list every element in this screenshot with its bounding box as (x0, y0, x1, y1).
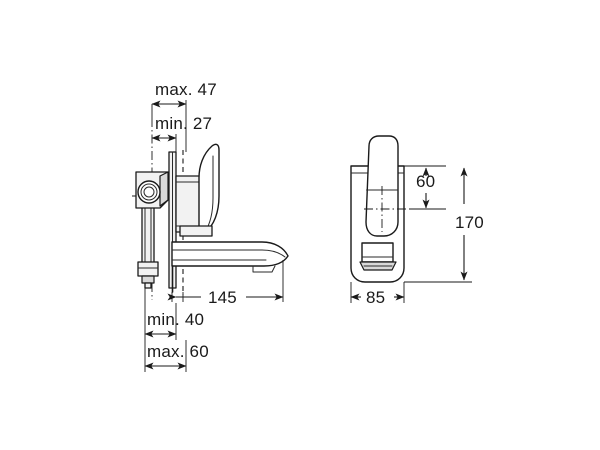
front-spout-block (361, 242, 394, 263)
dimension-170: 170 (455, 213, 484, 232)
dimension-145: 145 (208, 288, 237, 307)
mixer-body-boss (175, 175, 201, 233)
lever-base-trim (179, 225, 213, 237)
valve-port-mid (140, 183, 158, 201)
riser-tail (144, 282, 152, 289)
dimension-max-60: max. 60 (147, 342, 209, 361)
lever-handle (198, 143, 220, 233)
front-elevation-view (350, 135, 412, 283)
side-view-dimensions: max. 47 min. 27 145 min. 40 max. 60 (144, 80, 284, 372)
front-view-dimensions: 60 170 85 (350, 165, 484, 307)
dimension-60: 60 (416, 172, 435, 191)
dimension-min-40: min. 40 (147, 310, 204, 329)
valve-port-inner (143, 186, 155, 198)
dimension-min-27: min. 27 (155, 114, 212, 133)
riser-nut (137, 261, 159, 277)
side-elevation-view (132, 118, 289, 300)
valve-housing-shade (159, 171, 169, 207)
riser-end-cap (141, 275, 155, 284)
spout (171, 241, 289, 267)
dimension-max-47: max. 47 (155, 80, 217, 99)
dimension-85: 85 (366, 288, 385, 307)
spout-upper-seam (171, 249, 286, 258)
spout-outlet (252, 265, 276, 273)
